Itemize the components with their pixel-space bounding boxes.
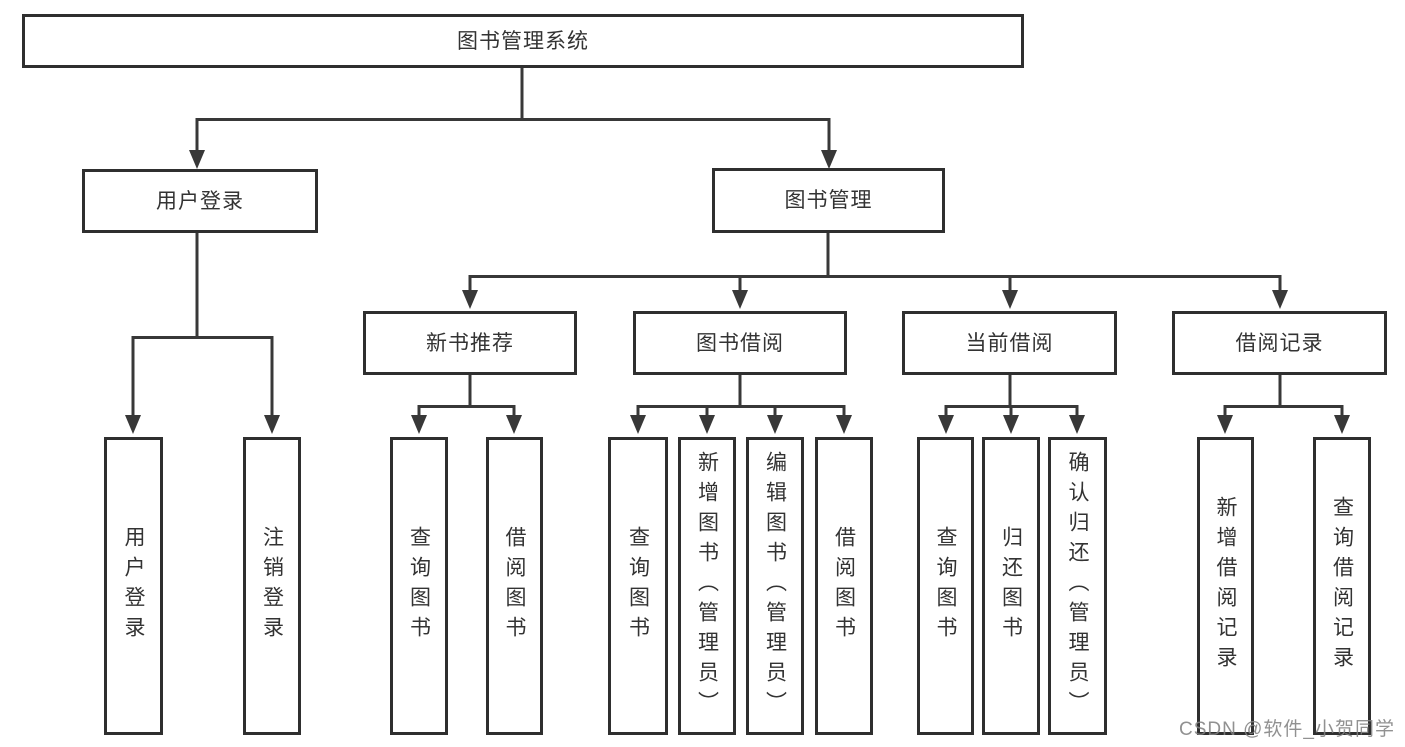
connector-book-borrow-split	[630, 373, 852, 434]
leaf-return-books: 归还图书	[982, 437, 1040, 735]
leaf-query-books-recommend: 查询图书	[390, 437, 448, 735]
node-label: 查询图书	[407, 526, 431, 646]
node-new-book-recommend: 新书推荐	[363, 311, 577, 375]
leaf-logout: 注销登录	[243, 437, 301, 735]
node-label: 新书推荐	[426, 331, 514, 355]
leaf-add-borrow-record: 新增借阅记录	[1197, 437, 1254, 735]
node-label: 借阅图书	[832, 526, 856, 646]
node-label: 查询图书	[934, 526, 957, 646]
node-label: 当前借阅	[965, 331, 1054, 355]
node-label: 新增借阅记录	[1214, 496, 1237, 676]
node-label: 用户登录	[156, 189, 244, 213]
leaf-borrow-books: 借阅图书	[815, 437, 873, 735]
node-label: 图书管理系统	[457, 29, 589, 53]
node-label: 查询图书	[626, 526, 650, 646]
node-label: 借阅记录	[1235, 331, 1324, 355]
leaf-confirm-return-admin: 确认归还（管理员）	[1048, 437, 1107, 735]
leaf-edit-books-admin: 编辑图书（管理员）	[746, 437, 804, 735]
connector-user-login-split	[125, 231, 280, 434]
node-label: 编辑图书（管理员）	[763, 451, 787, 721]
node-label: 归还图书	[999, 526, 1023, 646]
csdn-watermark: CSDN @软件_小贺同学	[1179, 719, 1395, 740]
node-label: 查询借阅记录	[1330, 496, 1354, 676]
node-label: 图书管理	[784, 189, 873, 212]
leaf-query-borrow-record: 查询借阅记录	[1313, 437, 1371, 735]
node-user-login: 用户登录	[82, 169, 318, 233]
connector-root-split	[189, 66, 837, 169]
leaf-borrow-books-recommend: 借阅图书	[486, 437, 543, 735]
node-label: 借阅图书	[503, 526, 526, 646]
node-book-management: 图书管理	[712, 168, 945, 233]
node-current-borrow: 当前借阅	[902, 311, 1117, 375]
leaf-add-books-admin: 新增图书（管理员）	[678, 437, 736, 735]
node-label: 图书借阅	[696, 331, 784, 355]
node-label: 确认归还（管理员）	[1066, 451, 1089, 721]
node-label: 用户登录	[122, 526, 145, 646]
leaf-query-books-borrow: 查询图书	[608, 437, 668, 735]
node-borrow-records: 借阅记录	[1172, 311, 1387, 375]
node-label: 注销登录	[260, 526, 284, 646]
connector-new-book-recommend-split	[411, 373, 522, 434]
node-library-management-system: 图书管理系统	[22, 14, 1024, 68]
connector-current-borrow-split	[938, 373, 1085, 434]
leaf-query-books-current: 查询图书	[917, 437, 974, 735]
connector-borrow-records-split	[1217, 373, 1350, 434]
leaf-user-login: 用户登录	[104, 437, 163, 735]
node-label: 新增图书（管理员）	[695, 451, 719, 721]
node-book-borrow: 图书借阅	[633, 311, 847, 375]
connector-book-management-split	[462, 231, 1288, 309]
